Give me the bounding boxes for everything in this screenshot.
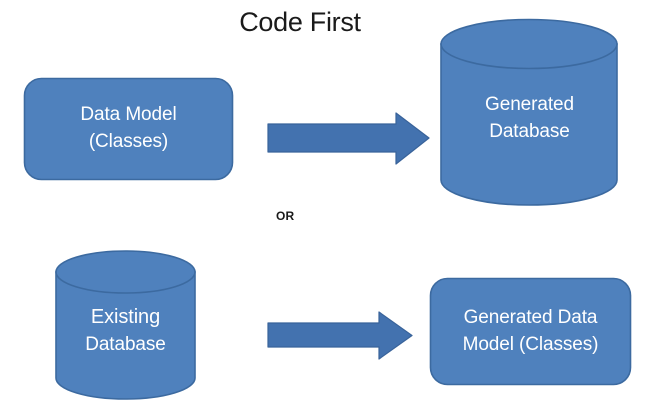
shape-existing-database[interactable] [55, 250, 196, 400]
arrow-top[interactable] [267, 112, 430, 165]
diagram-title: Code First [239, 7, 361, 37]
shape-data-model[interactable] [23, 77, 234, 181]
shape-generated-data-model[interactable] [429, 277, 632, 386]
arrow-bottom[interactable] [267, 311, 413, 360]
shape-generated-database[interactable] [440, 18, 618, 206]
or-label: OR [276, 209, 295, 223]
